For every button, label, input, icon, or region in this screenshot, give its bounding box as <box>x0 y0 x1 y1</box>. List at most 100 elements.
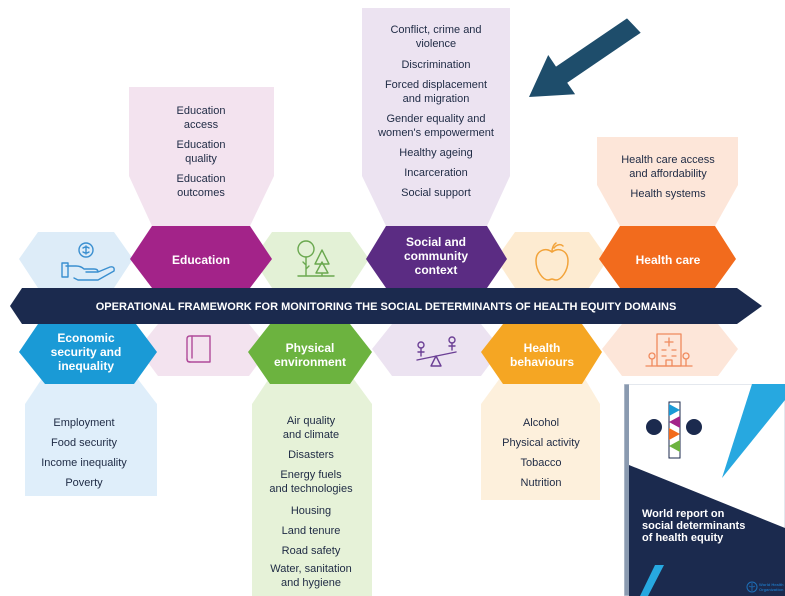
list-item: Employment <box>53 417 114 429</box>
education-title: Education <box>172 253 230 267</box>
health-care-hex <box>599 226 736 288</box>
behaviours-hex <box>481 324 602 384</box>
list-item-line: Education <box>177 105 226 117</box>
behaviours-items-panel <box>481 374 600 500</box>
list-item-line: Health care access <box>621 154 715 166</box>
social-items-panel <box>362 8 510 226</box>
list-item-line: Conflict, crime and <box>390 24 481 36</box>
money-hand-icon <box>61 242 115 281</box>
economic-title-line-3: inequality <box>58 359 114 373</box>
health-care-icon-hex <box>602 324 738 376</box>
list-item: Land tenure <box>282 525 341 537</box>
list-item: Road safety <box>282 545 341 557</box>
list-item-line: Discrimination <box>401 59 470 71</box>
physical-title-line-1: Physical <box>286 341 335 355</box>
list-item-line: Healthy ageing <box>399 147 472 159</box>
who-wordmark-line-2: Organization <box>759 587 784 592</box>
list-item: Discrimination <box>401 59 470 71</box>
list-item-line: Road safety <box>282 545 341 557</box>
health-care-title-line-1: Health care <box>636 253 701 267</box>
list-item-line: Physical activity <box>502 437 580 449</box>
list-item: Incarceration <box>404 167 468 179</box>
physical-title-line-2: environment <box>274 355 346 369</box>
list-item-line: Incarceration <box>404 167 468 179</box>
seesaw-icon <box>416 336 457 367</box>
list-item: Alcohol <box>523 417 559 429</box>
list-item-line: and affordability <box>629 168 707 180</box>
list-item-line: Food security <box>51 437 118 449</box>
education-items-panel <box>129 87 274 226</box>
list-item: Housing <box>291 505 331 517</box>
list-item-line: violence <box>416 38 456 50</box>
list-item: Social support <box>401 187 471 199</box>
social-title-line-1: Social and <box>406 235 466 249</box>
health-care-title: Health care <box>636 253 701 267</box>
list-item-line: Alcohol <box>523 417 559 429</box>
framework-banner <box>10 288 762 324</box>
arrow-icon <box>529 18 641 97</box>
list-item: Poverty <box>65 477 103 489</box>
list-item-line: Air quality <box>287 415 336 427</box>
list-item: Disasters <box>288 449 334 461</box>
list-item-line: and migration <box>403 93 470 105</box>
social-icon-hex <box>372 324 501 376</box>
list-item-line: Social support <box>401 187 471 199</box>
list-item-line: Income inequality <box>41 457 127 469</box>
list-item: Nutrition <box>521 477 562 489</box>
social-title-line-3: context <box>415 263 458 277</box>
trees-icon <box>297 240 335 277</box>
report-title-line-2: social determinants <box>642 520 745 532</box>
list-item: Air quality and climate <box>283 415 339 441</box>
social-hex <box>366 226 507 288</box>
list-item: Forced displacement and migration <box>385 79 487 105</box>
report-title-line-3: of health equity <box>642 532 724 544</box>
book-icon <box>186 335 211 363</box>
framework-title: OPERATIONAL FRAMEWORK FOR MONITORING THE… <box>96 301 677 313</box>
list-item-line: and climate <box>283 429 339 441</box>
education-icon-hex <box>138 324 269 376</box>
list-item-line: Water, sanitation <box>270 563 352 575</box>
physical-icon-hex <box>253 232 369 288</box>
behaviours-icon-hex <box>496 232 608 288</box>
list-item-line: Forced displacement <box>385 79 487 91</box>
list-item: Physical activity <box>502 437 580 449</box>
list-item: Income inequality <box>41 457 127 469</box>
social-title-line-2: community <box>404 249 468 263</box>
list-item-line: Housing <box>291 505 331 517</box>
list-item: Education quality <box>177 139 226 165</box>
list-item: Healthy ageing <box>399 147 472 159</box>
who-logo-icon <box>746 581 758 593</box>
list-item-line: Education <box>177 139 226 151</box>
list-item: Health care access and affordability <box>621 154 715 180</box>
economic-hex <box>19 324 157 384</box>
list-item-line: Poverty <box>65 477 103 489</box>
list-item-line: quality <box>185 153 217 165</box>
list-item-line: Energy fuels <box>280 469 342 481</box>
list-item-line: Education <box>177 173 226 185</box>
list-item-line: Health systems <box>630 188 706 200</box>
education-hex <box>130 226 272 288</box>
economic-title-line-2: security and <box>51 345 122 359</box>
physical-items-panel <box>252 374 372 596</box>
hospital-icon <box>645 333 693 367</box>
report-cover <box>624 384 785 596</box>
behaviours-title-line-1: Health <box>524 341 561 355</box>
list-item-line: Employment <box>53 417 114 429</box>
list-item: Tobacco <box>521 457 562 469</box>
list-item: Health systems <box>630 188 706 200</box>
list-item-line: Gender equality and <box>386 113 485 125</box>
list-item: Conflict, crime and violence <box>390 24 481 50</box>
list-item-line: Disasters <box>288 449 334 461</box>
